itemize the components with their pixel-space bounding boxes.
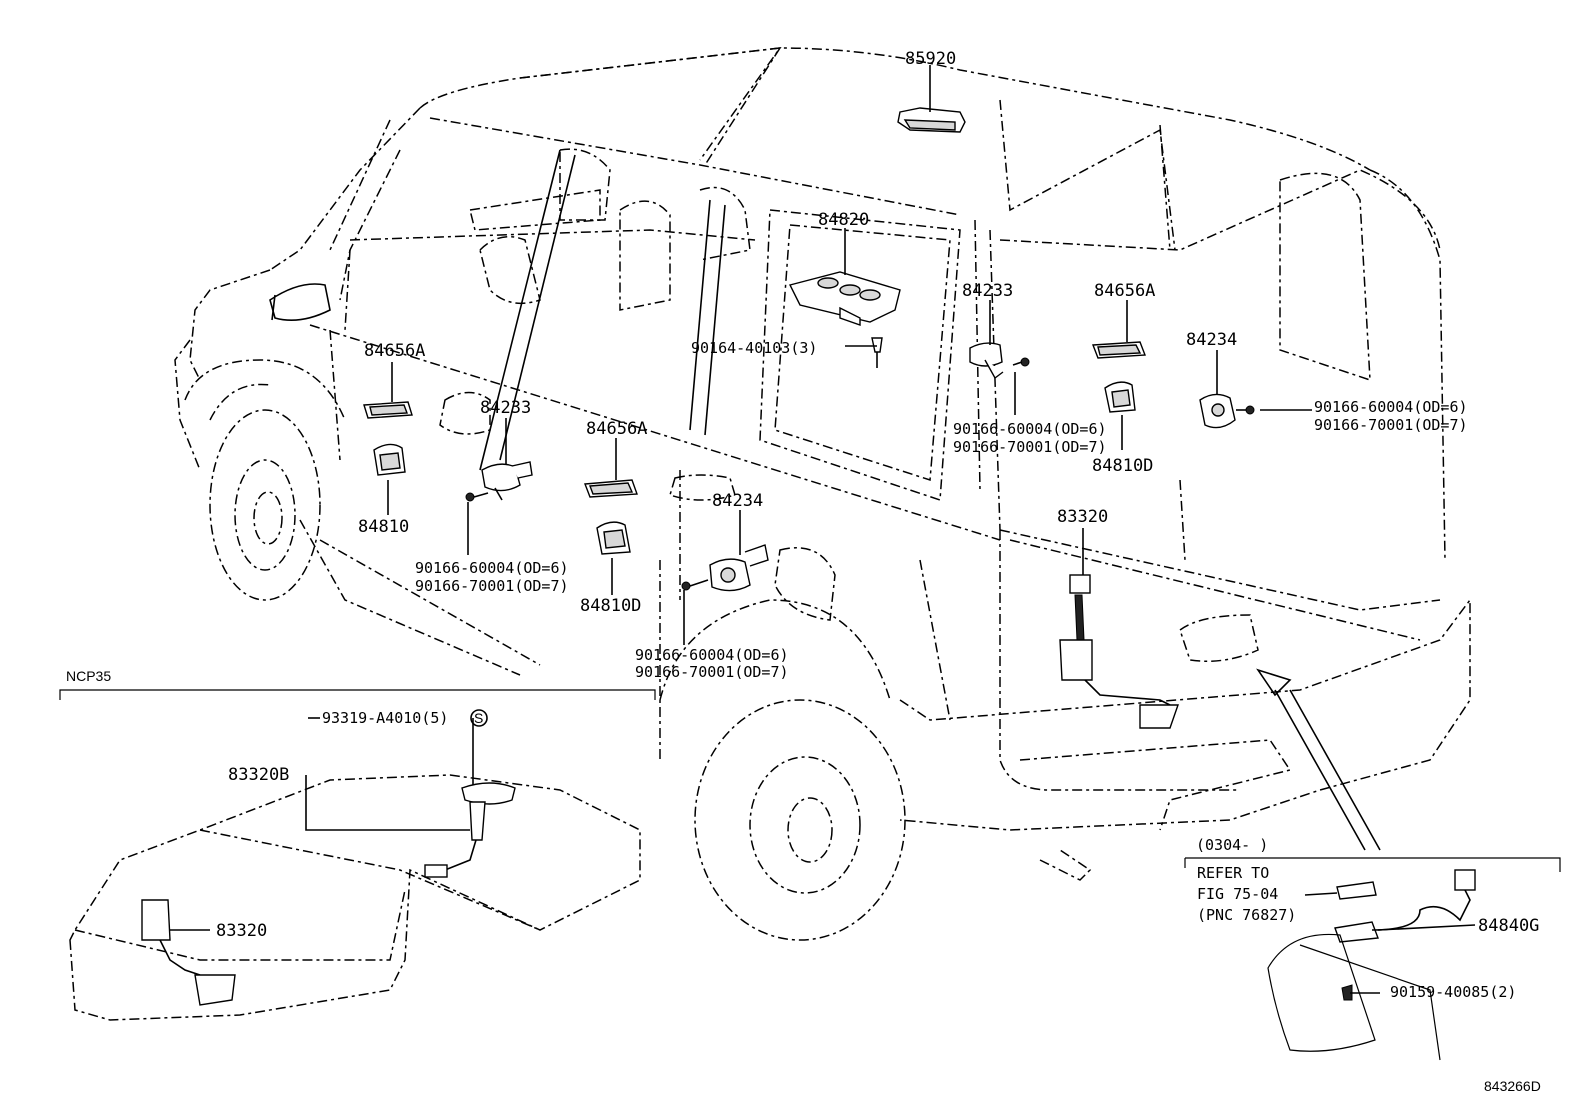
label-84810: 84810 [358, 517, 409, 537]
label-90166-60004-left: 90166-60004(OD=6) [415, 559, 569, 577]
label-90166-60004-mid: 90166-60004(OD=6) [953, 420, 1107, 438]
label-84234-right: 84234 [1186, 330, 1237, 350]
switch-bezel-right-icon [1092, 341, 1146, 359]
screw-icon [871, 337, 883, 368]
courtesy-switch-left-icon [465, 461, 533, 502]
label-90159-40085: 90159-40085(2) [1390, 983, 1516, 1001]
courtesy-switch-center-icon [681, 544, 769, 592]
label-84840G: 84840G [1478, 916, 1539, 936]
label-84656A-right: 84656A [1094, 281, 1155, 301]
window-switch-right-icon [1104, 381, 1136, 413]
label-90166-70001-right: 90166-70001(OD=7) [1314, 416, 1468, 434]
label-refer-to: REFER TO [1197, 864, 1269, 882]
s-mark-icon [470, 709, 488, 727]
dome-lamp-icon [897, 107, 966, 133]
window-switch-center-icon [596, 521, 631, 555]
label-83320-main: 83320 [1057, 507, 1108, 527]
switch-bezel-left-icon [363, 401, 413, 419]
label-83320-inset: 83320 [216, 921, 267, 941]
power-window-master-switch-icon [788, 271, 901, 326]
label-84820: 84820 [818, 210, 869, 230]
vehicle-body-outline [174, 47, 1471, 941]
switch-bezel-center-icon [584, 479, 638, 498]
label-85920: 85920 [905, 49, 956, 69]
label-fig-75-04: FIG 75-04 [1197, 885, 1278, 903]
courtesy-switch-right-icon [969, 342, 1030, 380]
inset-ncp35-fuel-tank [59, 689, 656, 1021]
label-pnc-76827: (PNC 76827) [1197, 906, 1296, 924]
label-84234-center: 84234 [712, 491, 763, 511]
leader-lines [170, 65, 1561, 994]
label-90164-40103: 90164-40103(3) [691, 339, 817, 357]
drawing-id: 843266D [1484, 1078, 1541, 1094]
label-90166-70001-mid: 90166-70001(OD=7) [953, 438, 1107, 456]
label-90166-70001-left: 90166-70001(OD=7) [415, 577, 569, 595]
label-84810D-left: 84810D [580, 596, 641, 616]
back-door-switch-icon [1267, 869, 1476, 1061]
label-84233-left: 84233 [480, 398, 531, 418]
label-90166-60004-right: 90166-60004(OD=6) [1314, 398, 1468, 416]
label-84656A-center: 84656A [586, 419, 647, 439]
label-93319-A4010: 93319-A4010(5) [322, 709, 448, 727]
label-84233-right: 84233 [962, 281, 1013, 301]
part-labels: 85920 84820 84233 84656A 84234 84656A 84… [66, 49, 1541, 1094]
fuel-sender-gauge-icon [1059, 574, 1179, 729]
label-date-range: (0304- ) [1196, 836, 1268, 854]
label-ncp35: NCP35 [66, 668, 111, 684]
s-mark-letter: S [474, 710, 483, 726]
label-84810D-right: 84810D [1092, 456, 1153, 476]
courtesy-switch-rear-icon [1199, 393, 1255, 429]
window-switch-left-icon [373, 443, 406, 476]
label-90166-60004-bottom: 90166-60004(OD=6) [635, 646, 789, 664]
label-90166-70001-bottom: 90166-70001(OD=7) [635, 663, 789, 681]
label-83320B: 83320B [228, 765, 289, 785]
label-84656A-left: 84656A [364, 341, 425, 361]
